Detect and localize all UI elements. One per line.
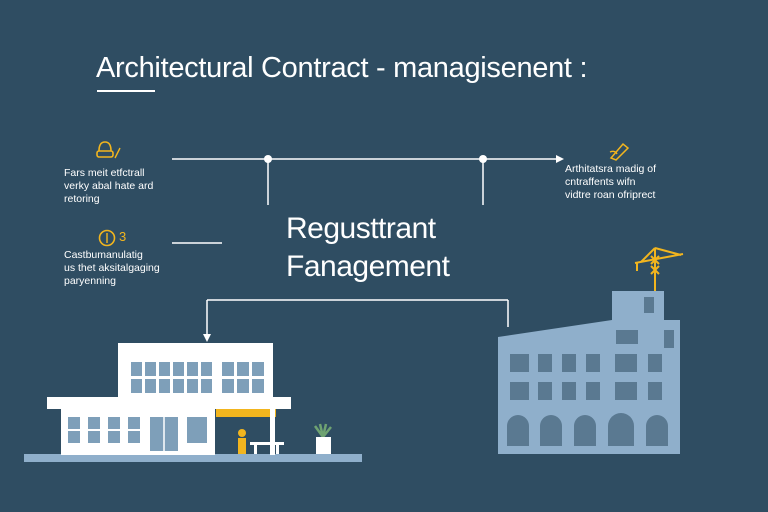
blue-building bbox=[498, 291, 680, 454]
center-heading: Regusttrant Fanagement bbox=[286, 212, 450, 283]
coin-icon bbox=[97, 228, 117, 253]
pen-icon bbox=[607, 138, 633, 167]
note-mid-left: Castbumanulatig us thet aksitalgaging pa… bbox=[64, 249, 160, 287]
title-underline bbox=[97, 90, 155, 92]
building-connector bbox=[203, 299, 509, 342]
worker-figure bbox=[238, 429, 284, 454]
white-building bbox=[47, 343, 291, 455]
crane bbox=[634, 247, 684, 291]
worker-icon bbox=[93, 138, 123, 167]
note-top-right: Arthitatsra madig of cntraffents wifn vi… bbox=[565, 163, 657, 201]
note-top-left: Fars meit etfctrall verky abal hate ard … bbox=[64, 167, 154, 205]
timeline bbox=[172, 155, 564, 205]
timeline-arrow-head bbox=[556, 155, 564, 163]
coin-icon-label: 3 bbox=[119, 229, 127, 244]
ground-strip bbox=[24, 454, 362, 462]
plant-pot bbox=[313, 423, 332, 454]
page-title: Architectural Contract - managisenent : bbox=[96, 52, 588, 84]
